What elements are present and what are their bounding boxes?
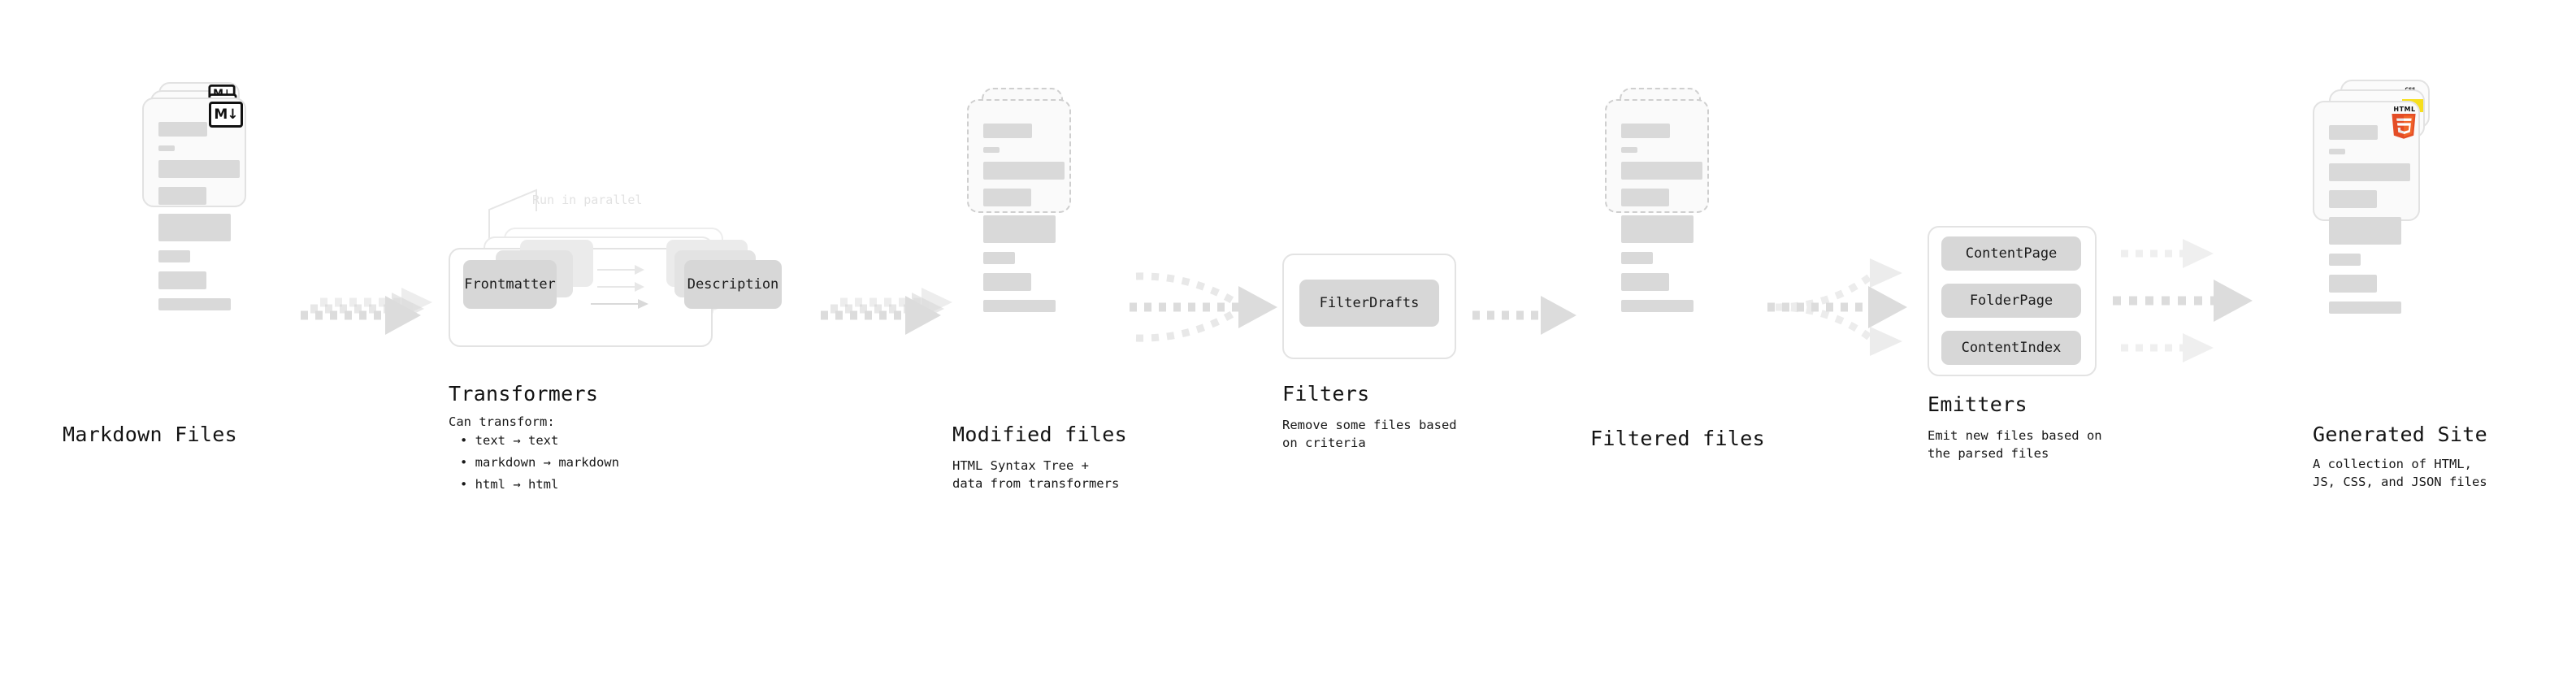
stage-title-filters: Filters bbox=[1282, 382, 1370, 406]
skeleton-line bbox=[2329, 301, 2401, 314]
parallel-label: Run in parallel bbox=[532, 193, 643, 207]
skeleton-line bbox=[158, 145, 175, 151]
emitters-subtitle: Emit new files based on the parsed files bbox=[1928, 428, 2102, 461]
stage-title-emitters: Emitters bbox=[1928, 393, 2027, 416]
transformer-inner-arrows bbox=[591, 265, 648, 309]
skeleton-line bbox=[1621, 273, 1669, 291]
skeleton-line bbox=[2329, 125, 2378, 140]
emitter-chip-contentpage[interactable]: ContentPage bbox=[1941, 236, 2081, 271]
emitter-chip-folderpage[interactable]: FolderPage bbox=[1941, 284, 2081, 318]
stage-title-generated-site: Generated Site bbox=[2313, 423, 2487, 446]
skeleton-line bbox=[1621, 162, 1702, 180]
stage-title-filtered-files: Filtered files bbox=[1590, 427, 1765, 450]
filters-subtitle: Remove some files based on criteria bbox=[1282, 418, 1457, 450]
site-card-content bbox=[2329, 125, 2413, 323]
markdown-card-content bbox=[158, 122, 243, 319]
html5-badge-label: HTML bbox=[2393, 106, 2416, 113]
transformer-chip-frontmatter[interactable]: Frontmatter bbox=[463, 260, 557, 309]
skeleton-line bbox=[983, 124, 1032, 138]
skeleton-line bbox=[158, 214, 231, 241]
arrow-emitters-to-site bbox=[2113, 239, 2253, 362]
stage-title-modified-files: Modified files bbox=[952, 423, 1127, 446]
skeleton-line bbox=[158, 160, 240, 178]
skeleton-line bbox=[983, 252, 1015, 264]
skeleton-line bbox=[983, 147, 1000, 153]
skeleton-line bbox=[158, 122, 207, 137]
filtered-card-content bbox=[1621, 124, 1706, 321]
skeleton-line bbox=[158, 271, 206, 289]
transformers-subtitle-item-0: • text → text bbox=[460, 433, 559, 448]
modified-card-content bbox=[983, 124, 1068, 321]
skeleton-line bbox=[983, 162, 1065, 180]
filter-chip-filterdrafts[interactable]: FilterDrafts bbox=[1299, 280, 1439, 327]
skeleton-line bbox=[158, 250, 190, 262]
skeleton-line bbox=[1621, 124, 1670, 138]
skeleton-line bbox=[2329, 149, 2345, 154]
skeleton-line bbox=[1621, 147, 1637, 153]
stage-title-transformers: Transformers bbox=[449, 382, 599, 406]
markdown-badge: M↓ bbox=[209, 102, 243, 128]
skeleton-line bbox=[983, 300, 1056, 312]
arrow-transformers-to-modified bbox=[821, 288, 952, 335]
skeleton-line bbox=[1621, 252, 1653, 264]
skeleton-line bbox=[1621, 189, 1669, 206]
generated-site-subtitle: A collection of HTML, JS, CSS, and JSON … bbox=[2313, 457, 2487, 489]
skeleton-line bbox=[2329, 190, 2377, 208]
arrow-markdown-to-transformers bbox=[301, 288, 432, 335]
transformers-subtitle-item-1: • markdown → markdown bbox=[460, 455, 619, 470]
transformer-chip-description[interactable]: Description bbox=[684, 260, 782, 309]
arrow-modified-to-filters bbox=[1130, 272, 1277, 342]
skeleton-line bbox=[158, 298, 231, 310]
arrow-filters-to-filtered bbox=[1472, 296, 1576, 335]
transformers-subtitle-item-2: • html → html bbox=[460, 477, 559, 492]
skeleton-line bbox=[983, 189, 1031, 206]
skeleton-line bbox=[2329, 275, 2377, 293]
parallel-bracket bbox=[488, 189, 537, 241]
emitter-chip-contentindex[interactable]: ContentIndex bbox=[1941, 331, 2081, 365]
skeleton-line bbox=[983, 273, 1031, 291]
skeleton-line bbox=[983, 215, 1056, 243]
skeleton-line bbox=[2329, 217, 2401, 245]
modified-files-subtitle: HTML Syntax Tree + data from transformer… bbox=[952, 458, 1120, 491]
html5-badge: HTML bbox=[2389, 106, 2420, 141]
skeleton-line bbox=[158, 187, 206, 205]
skeleton-line bbox=[1621, 300, 1693, 312]
skeleton-line bbox=[1621, 215, 1693, 243]
transformers-subtitle-heading: Can transform: bbox=[449, 414, 555, 429]
stage-title-markdown-files: Markdown Files bbox=[63, 423, 237, 446]
skeleton-line bbox=[2329, 254, 2361, 266]
skeleton-line bbox=[2329, 163, 2410, 181]
arrow-filtered-to-emitters bbox=[1767, 258, 1907, 356]
